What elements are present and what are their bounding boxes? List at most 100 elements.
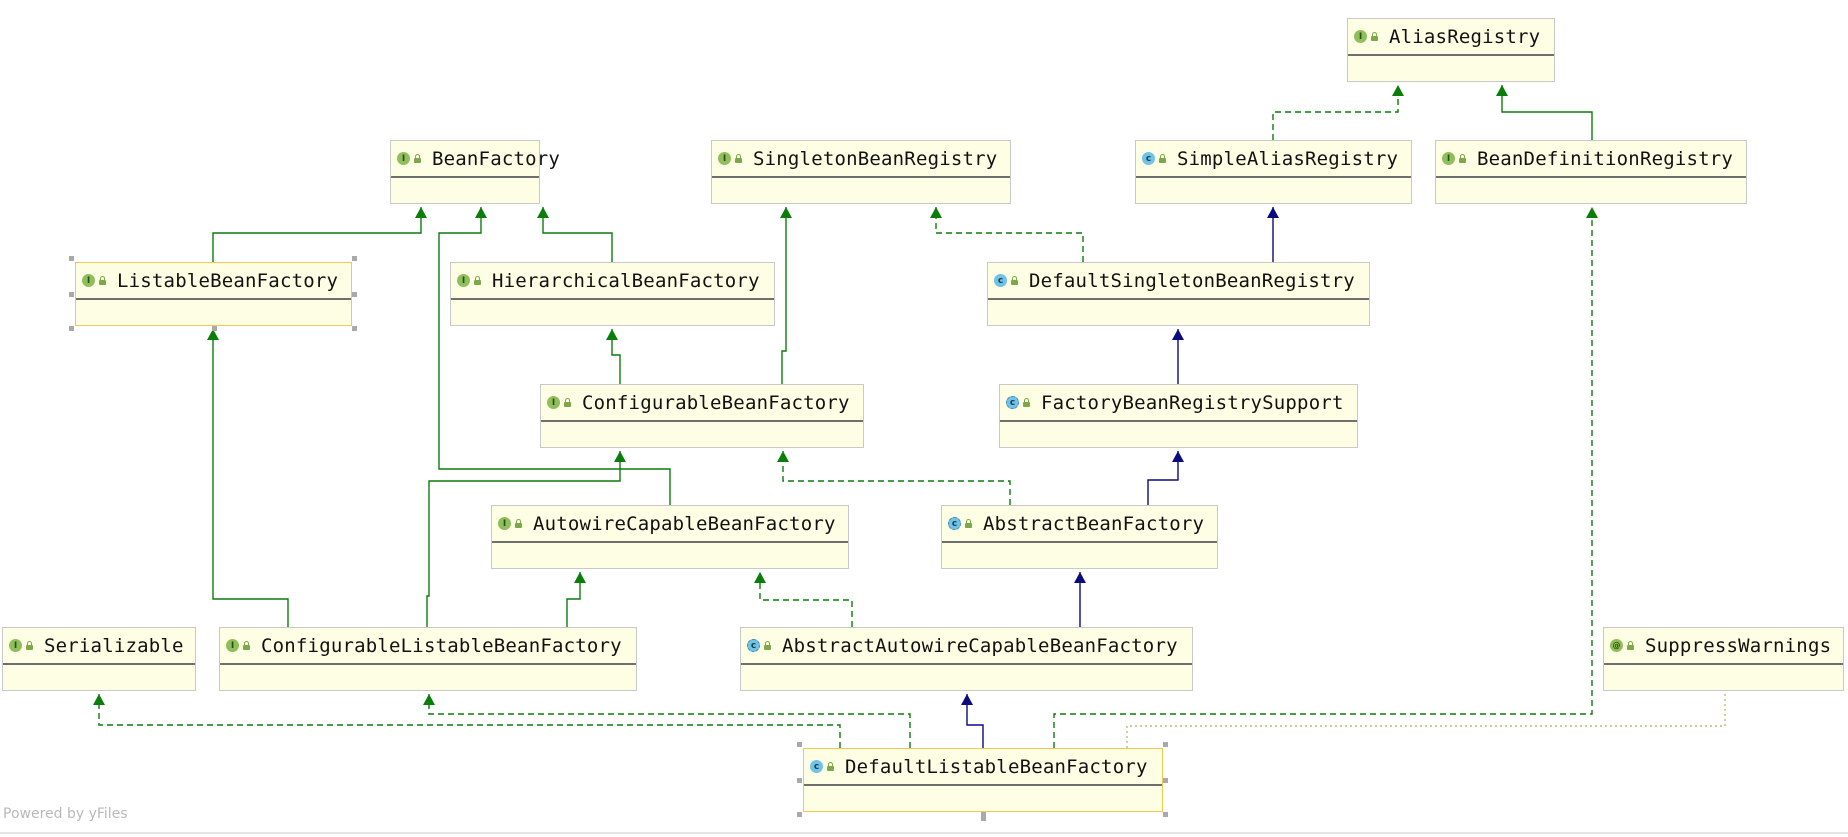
edge-line	[935, 207, 1084, 262]
edge-FactoryBeanRegistrySupport-to-DefaultSingletonBeanRegistry	[1172, 329, 1184, 384]
edge-ConfigurableListableBeanFactory-to-AutowireCapableBeanFactory	[566, 572, 586, 627]
edge-HierarchicalBeanFactory-to-BeanFactory	[537, 207, 613, 262]
node-header: @SuppressWarnings	[1604, 628, 1843, 665]
public-visibility-icon	[764, 641, 773, 650]
node-SingletonBeanRegistry[interactable]: I SingletonBeanRegistry	[711, 140, 1011, 204]
edge-arrowhead	[614, 451, 626, 462]
powered-by-label: Powered by yFiles	[3, 806, 128, 822]
edge-line	[212, 207, 422, 262]
selection-handle[interactable]	[352, 292, 357, 297]
edge-ConfigurableListableBeanFactory-to-ListableBeanFactory	[207, 329, 289, 627]
edge-DefaultListableBeanFactory-to-AbstractAutowireCapableBeanFactory	[961, 694, 984, 748]
edge-BeanDefinitionRegistry-to-AliasRegistry	[1496, 85, 1593, 140]
node-header: I HierarchicalBeanFactory	[451, 263, 774, 300]
public-visibility-icon	[735, 154, 744, 163]
edge-line	[781, 207, 787, 384]
selection-handle[interactable]	[797, 742, 802, 747]
node-name: HierarchicalBeanFactory	[492, 269, 760, 292]
interface-icon: I	[457, 274, 470, 287]
public-visibility-icon	[827, 762, 836, 771]
node-name: SimpleAliasRegistry	[1177, 147, 1399, 170]
annotation-icon: @	[1610, 639, 1623, 652]
node-name: ConfigurableListableBeanFactory	[261, 634, 622, 657]
selection-handle[interactable]	[69, 326, 74, 331]
edge-arrowhead	[574, 572, 586, 583]
selection-handle[interactable]	[797, 812, 802, 817]
edge-DefaultSingletonBeanRegistry-to-SimpleAliasRegistry	[1267, 207, 1279, 262]
node-SuppressWarnings[interactable]: @SuppressWarnings	[1603, 627, 1844, 691]
selection-handle[interactable]	[1163, 742, 1168, 747]
edge-DefaultListableBeanFactory-to-ConfigurableListableBeanFactory	[423, 694, 911, 748]
edge-line	[782, 451, 1011, 505]
node-name: Serializable	[44, 634, 184, 657]
node-name: AbstractAutowireCapableBeanFactory	[782, 634, 1178, 657]
edge-arrowhead	[780, 207, 792, 218]
public-visibility-icon	[965, 519, 974, 528]
edge-AutowireCapableBeanFactory-to-BeanFactory	[438, 207, 671, 505]
interface-icon: I	[397, 152, 410, 165]
edge-arrowhead	[93, 694, 105, 705]
selection-handle[interactable]	[352, 326, 357, 331]
public-visibility-icon	[515, 519, 524, 528]
edge-arrowhead	[1586, 207, 1598, 218]
edge-line	[566, 572, 581, 627]
edge-line	[611, 329, 621, 384]
node-name: ConfigurableBeanFactory	[582, 391, 850, 414]
interface-icon: I	[547, 396, 560, 409]
public-visibility-icon	[414, 154, 423, 163]
interface-icon: I	[718, 152, 731, 165]
selection-handle[interactable]	[69, 292, 74, 297]
edge-line	[426, 451, 621, 627]
node-header: I SingletonBeanRegistry	[712, 141, 1010, 178]
public-visibility-icon	[1371, 32, 1380, 41]
public-visibility-icon	[1627, 641, 1636, 650]
selection-handle[interactable]	[797, 778, 802, 783]
edge-line	[1272, 85, 1399, 140]
node-name: AutowireCapableBeanFactory	[533, 512, 836, 535]
node-name: SingletonBeanRegistry	[753, 147, 998, 170]
node-HierarchicalBeanFactory[interactable]: I HierarchicalBeanFactory	[450, 262, 775, 326]
node-header: I ConfigurableBeanFactory	[541, 385, 863, 422]
selection-handle[interactable]	[211, 326, 217, 331]
interface-icon: I	[1442, 152, 1455, 165]
selection-handle[interactable]	[352, 256, 357, 261]
edge-arrowhead	[930, 207, 942, 218]
class-icon: c	[994, 274, 1007, 287]
edge-DefaultListableBeanFactory-to-SuppressWarnings	[1126, 694, 1726, 748]
node-ConfigurableBeanFactory[interactable]: I ConfigurableBeanFactory	[540, 384, 864, 448]
edge-line	[1501, 85, 1593, 140]
public-visibility-icon	[564, 398, 573, 407]
selection-handle[interactable]	[981, 816, 986, 821]
selection-handle[interactable]	[1163, 778, 1168, 783]
edge-arrowhead	[777, 451, 789, 462]
selection-handle[interactable]	[1163, 812, 1168, 817]
selection-handle[interactable]	[69, 256, 74, 261]
edge-arrowhead	[423, 694, 435, 705]
node-name: AbstractBeanFactory	[983, 512, 1205, 535]
public-visibility-icon	[1159, 154, 1168, 163]
selection-handle[interactable]	[981, 812, 986, 817]
